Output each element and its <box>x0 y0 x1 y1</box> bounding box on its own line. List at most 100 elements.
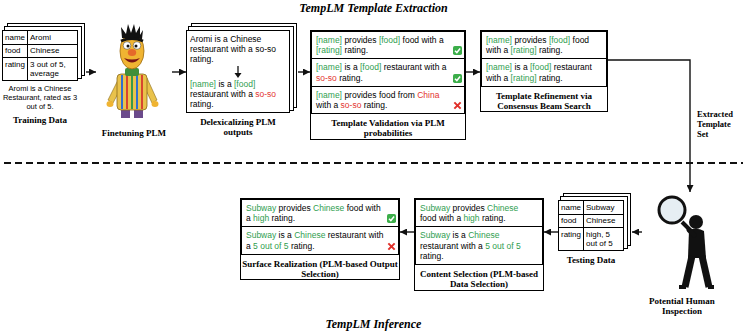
figure-node: Potential Human Inspection <box>642 192 722 317</box>
group-frame: Subway provides Chinese food with a high… <box>241 199 399 255</box>
error-token: so-so <box>255 89 276 99</box>
figure-hand <box>152 101 159 107</box>
value-token: Chinese <box>294 230 325 240</box>
arrow-shaft <box>237 66 238 74</box>
template-box: [name] provides [food] food with a [rati… <box>312 32 464 58</box>
table-value: Subway <box>584 201 624 215</box>
slot-token: [food] <box>379 35 400 45</box>
section-divider <box>4 162 743 164</box>
inspector-figure <box>659 197 714 287</box>
flow-arrow <box>608 60 690 192</box>
table-value: 3 out of 5, average <box>28 58 78 81</box>
check-ground <box>453 46 462 55</box>
figure-torso <box>117 74 147 110</box>
table-value: Chinese <box>584 215 624 229</box>
figure-nose <box>128 49 136 56</box>
section-label: Content Selection (PLM-based Data Select… <box>415 269 543 290</box>
output-card: Aromi is a Chinese restaurant with a so-… <box>186 30 290 113</box>
person-foot <box>679 285 686 289</box>
value-token: Subway <box>246 230 276 240</box>
slot-token: [rating] <box>511 73 537 83</box>
section-label: Training Data <box>2 115 78 125</box>
flow-arrow <box>172 71 186 72</box>
check-stroke <box>455 49 460 53</box>
template-text: Subway provides Chinese food with a high… <box>420 203 530 223</box>
slot-token: [rating] <box>511 45 537 55</box>
cross-mark <box>387 242 396 251</box>
section-title: TempLM Inference <box>0 318 747 332</box>
error-token: so-so <box>341 100 362 110</box>
section-label: Template Validation via PLM probabilitie… <box>311 118 465 139</box>
value-token: Subway <box>420 230 450 240</box>
figure-pupil <box>127 45 130 48</box>
table-key: rating <box>559 228 584 251</box>
check-mark <box>453 74 462 83</box>
template-text: Subway is a Chinese restaurant with a 5 … <box>246 230 386 250</box>
arrow-head <box>235 73 242 78</box>
shirt-stripe <box>141 75 143 109</box>
group-box: [name] provides [food] food with a [rati… <box>310 30 466 140</box>
person-head <box>689 215 703 229</box>
shirt-stripe <box>131 75 133 109</box>
caption-text: Aromi is a Chinese Restaurant, rated as … <box>2 85 78 111</box>
table-key: rating <box>3 58 28 81</box>
cross-mark <box>453 101 462 110</box>
template-text: Subway is a Chinese restaurant with a 5 … <box>420 230 530 261</box>
table-key: name <box>559 201 584 215</box>
table-key: food <box>559 215 584 229</box>
slot-token: [food] <box>530 62 551 72</box>
group-frame: [name] provides [food] food with a [rati… <box>311 31 465 114</box>
sentence-text: [name] is a [food] restaurant with a so-… <box>190 79 286 110</box>
value-token: Chinese <box>468 230 499 240</box>
template-box: [name] provides [food] food with a [rati… <box>482 32 606 58</box>
flow-arrow <box>632 231 642 232</box>
error-token: China <box>417 90 439 100</box>
section-label: Delexicalizing PLM outputs <box>186 117 290 138</box>
magnifier-lens <box>659 197 685 223</box>
figure-eye <box>123 42 131 50</box>
value-token: Chinese <box>487 203 518 213</box>
group-frame: [name] provides [food] food with a [rati… <box>481 31 607 87</box>
table-grid: nameSubwayfoodChineseratinghigh, 5 out o… <box>558 200 624 251</box>
flow-arrow <box>400 231 414 232</box>
check-ground <box>453 74 462 83</box>
template-text: [name] is a [food] restaurant with a so-… <box>316 62 452 82</box>
slot-token: [name] <box>316 62 342 72</box>
value-token: 5 out of 5 <box>485 241 520 251</box>
table-value: Aromi <box>28 31 78 45</box>
slot-token: [rating] <box>316 45 342 55</box>
value-token: Subway <box>246 203 276 213</box>
template-box: Subway is a Chinese restaurant with a 5 … <box>242 226 398 253</box>
value-token: Subway <box>420 203 450 213</box>
value-token: high <box>253 213 269 223</box>
process-box: Aromi is a Chinese restaurant with a so-… <box>186 30 290 138</box>
slot-token: [food] <box>549 35 570 45</box>
slot-token: [food] <box>234 79 255 89</box>
data-table: nameAromifoodChineserating3 out of 5, av… <box>2 30 78 126</box>
slot-token: [food] <box>360 62 381 72</box>
section-label: Testing Data <box>558 255 624 265</box>
figure-mouth <box>124 58 140 63</box>
value-token: high <box>463 213 479 223</box>
check-mark <box>453 46 462 55</box>
template-box: [name] provides food from China with a s… <box>312 86 464 113</box>
value-token: 5 out of 5 <box>253 241 288 251</box>
section-label: Surface Realization (PLM-based Output Se… <box>241 259 399 280</box>
figure-hand <box>107 101 114 107</box>
table-grid: nameAromifoodChineserating3 out of 5, av… <box>2 30 78 81</box>
sentence-text: Aromi is a Chinese restaurant with a so-… <box>190 34 286 65</box>
template-text: [name] provides [food] food with a [rati… <box>316 35 452 55</box>
cross-stroke <box>388 243 394 249</box>
template-box: Subway is a Chinese restaurant with a 5 … <box>416 226 542 264</box>
flow-arrow <box>86 71 96 72</box>
shirt-stripe <box>126 75 128 109</box>
table-value: high, 5 out of 5 <box>584 228 624 251</box>
group-box: [name] provides [food] food with a [rati… <box>480 30 608 112</box>
person-leg <box>685 256 692 287</box>
figure-hair <box>121 24 143 39</box>
flow-arrow <box>544 231 558 232</box>
person-torso <box>688 229 706 258</box>
table-key: name <box>3 31 28 45</box>
figure-label: Finetuning PLM <box>96 128 172 138</box>
